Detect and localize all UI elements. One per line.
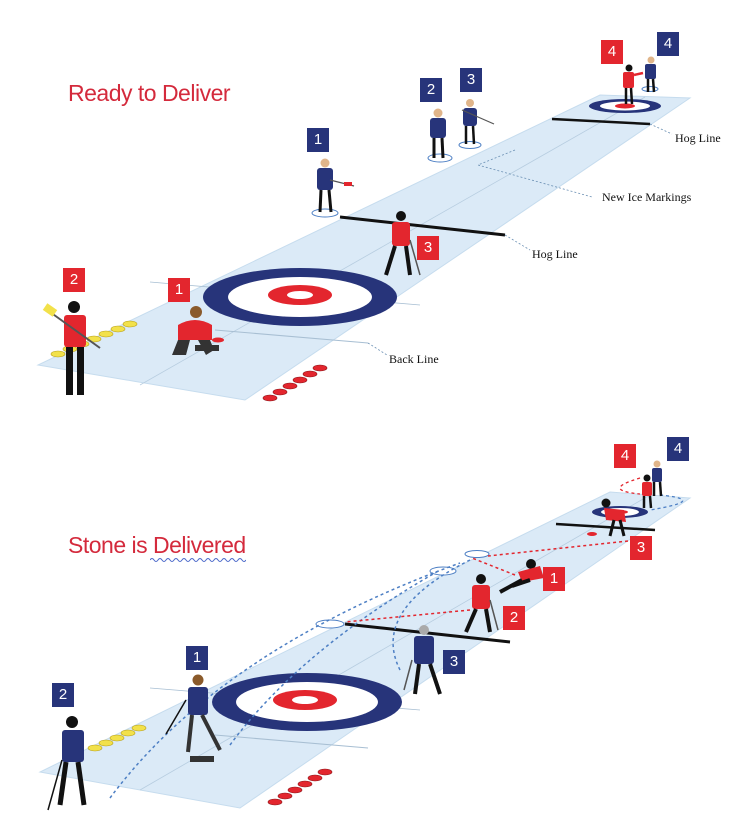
back-line-bottom — [214, 734, 369, 749]
badge-bottom-blue-4: 4 — [667, 437, 689, 461]
badge-bottom-red-2: 2 — [503, 606, 525, 630]
sheet-top — [36, 56, 692, 402]
ice-marking-circle-1 — [311, 208, 339, 218]
player-blue-1-bottom — [165, 674, 222, 762]
path-blue-2 — [109, 562, 461, 799]
target-circle-1 — [315, 619, 345, 629]
path-blue-4 — [649, 494, 684, 511]
badge-top-blue-1: 1 — [307, 128, 329, 152]
label-hog-line-near: Hog Line — [532, 247, 578, 261]
ice-marking-circle-4 — [641, 86, 659, 92]
leader-hog-near — [504, 234, 531, 251]
hog-line-far-bottom — [555, 522, 656, 532]
target-circle-3 — [464, 550, 490, 558]
path-blue-3 — [392, 559, 471, 671]
badge-bottom-red-3: 3 — [630, 536, 652, 560]
path-red-1 — [471, 557, 516, 576]
title-ready-to-deliver: Ready to Deliver — [68, 80, 231, 106]
center-line-bottom — [139, 494, 651, 791]
badge-top-red-2: 2 — [63, 268, 85, 292]
player-blue-2-top — [430, 108, 446, 159]
spellcheck-squiggle — [150, 558, 246, 562]
label-back-line: Back Line — [389, 352, 439, 366]
player-red-1-top — [172, 306, 224, 355]
title-stone-is-delivered: Stone is Delivered — [68, 532, 246, 558]
player-blue-4-bottom — [652, 460, 663, 497]
leader-hog-far — [649, 123, 673, 135]
player-blue-3-top — [461, 99, 495, 145]
ice-marking-circle-2 — [427, 153, 453, 163]
player-red-3-bottom — [587, 498, 626, 537]
house-near-top — [203, 268, 397, 326]
badge-top-red-1: 1 — [168, 278, 190, 302]
path-red-2 — [344, 609, 471, 623]
player-red-4-bottom — [642, 474, 653, 509]
leader-new-ice — [476, 149, 593, 198]
badge-top-blue-2: 2 — [420, 78, 442, 102]
badge-bottom-blue-2: 2 — [52, 683, 74, 707]
player-red-4-top — [623, 64, 644, 105]
back-line-top — [214, 329, 369, 344]
path-red-4 — [619, 477, 641, 495]
badge-top-blue-4: 4 — [657, 32, 679, 56]
player-red-2-bottom — [464, 574, 499, 633]
hog-line-near-top — [339, 215, 506, 237]
player-red-1-bottom — [499, 559, 544, 594]
sheet-bottom — [38, 460, 692, 811]
target-circle-2 — [429, 566, 457, 576]
path-blue-1 — [229, 569, 441, 746]
player-red-2-top — [42, 301, 101, 395]
ice-sheet-top — [36, 94, 692, 401]
badge-bottom-red-4: 4 — [614, 444, 636, 468]
badge-bottom-blue-1: 1 — [186, 646, 208, 670]
hog-line-far-top — [551, 117, 651, 126]
leader-back-line — [367, 342, 388, 356]
red-stones-bottom — [267, 768, 333, 806]
player-blue-4-top — [645, 56, 656, 93]
player-blue-1-top — [317, 158, 355, 213]
house-far-top — [589, 99, 661, 113]
badge-top-red-3: 3 — [417, 236, 439, 260]
player-blue-3-bottom — [403, 625, 442, 695]
ice-marking-circle-3 — [458, 141, 482, 149]
player-red-3-top — [384, 211, 421, 276]
badge-bottom-red-1: 1 — [543, 567, 565, 591]
badge-top-red-4: 4 — [601, 40, 623, 64]
badge-bottom-blue-3: 3 — [443, 650, 465, 674]
label-hog-line-far: Hog Line — [675, 131, 721, 145]
yellow-stones-bottom — [87, 724, 147, 752]
label-new-ice-markings: New Ice Markings — [602, 190, 692, 204]
badge-top-blue-3: 3 — [460, 68, 482, 92]
house-near-bottom — [212, 673, 402, 731]
player-blue-2-bottom — [47, 716, 87, 811]
red-stones-top — [262, 364, 328, 402]
